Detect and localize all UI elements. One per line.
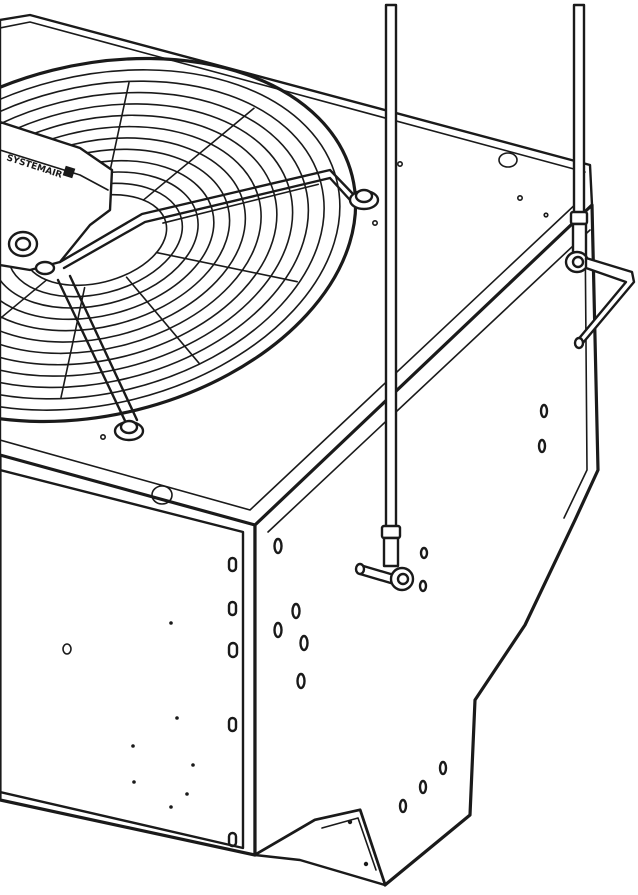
fan-guard-ring bbox=[0, 80, 325, 400]
casing-front-face bbox=[0, 453, 257, 857]
fan-guard-ring bbox=[0, 69, 341, 411]
casing-side-face bbox=[253, 203, 600, 887]
fan-guard-radial-wire bbox=[142, 107, 255, 201]
rivet-dots bbox=[131, 621, 195, 809]
fan-guard-radial-wire bbox=[155, 251, 298, 283]
fan-guard-ring bbox=[0, 56, 358, 424]
hanger-rod-right bbox=[564, 3, 636, 350]
fan-guard-radial-wire bbox=[125, 276, 200, 364]
brand-logo-square-icon bbox=[62, 165, 76, 179]
fan-guard-radial-wire bbox=[0, 279, 48, 373]
fan-guard-radial-wire bbox=[162, 183, 319, 224]
fan-guard bbox=[0, 56, 358, 424]
strut-bolt-top bbox=[348, 188, 380, 211]
motor-housing: SYSTEMAIR bbox=[0, 120, 114, 276]
fan-guard-struts bbox=[42, 168, 380, 442]
hanger-rod-middle bbox=[354, 3, 415, 592]
strut-bolt-bottom bbox=[113, 419, 145, 442]
fan-guard-radial-wire bbox=[60, 286, 86, 399]
